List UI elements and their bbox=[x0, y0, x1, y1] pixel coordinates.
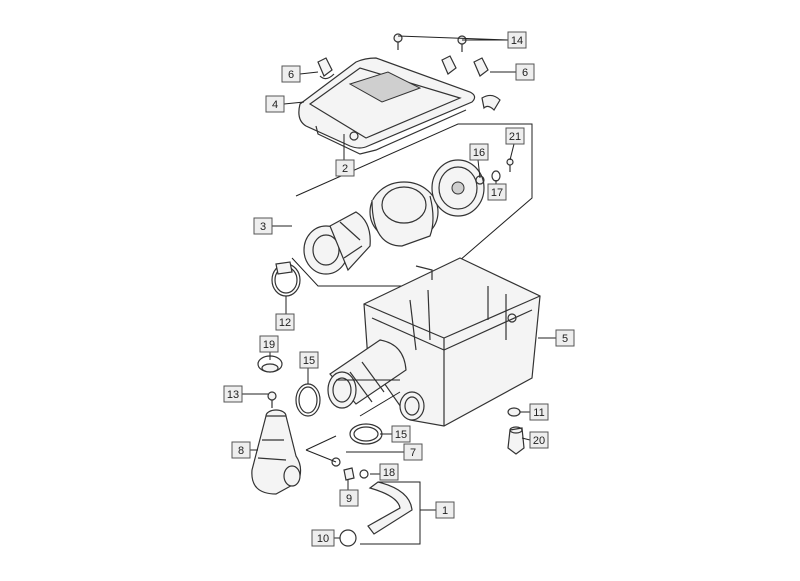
svg-text:21: 21 bbox=[509, 131, 521, 143]
drain-hose bbox=[367, 481, 413, 535]
callout-6-right[interactable]: 6 bbox=[515, 63, 535, 81]
callout-1[interactable]: 1 bbox=[435, 501, 455, 519]
leader-lines bbox=[242, 35, 556, 539]
callout-2[interactable]: 2 bbox=[335, 159, 355, 177]
clamp-19 bbox=[257, 355, 283, 373]
callout-9[interactable]: 9 bbox=[339, 489, 359, 507]
callout-4[interactable]: 4 bbox=[265, 95, 285, 113]
clamp-12 bbox=[271, 261, 301, 297]
callout-21[interactable]: 21 bbox=[505, 127, 525, 145]
clip-18 bbox=[359, 469, 369, 479]
clamp-15-lower bbox=[349, 423, 383, 445]
svg-text:10: 10 bbox=[317, 533, 329, 545]
callout-6-left[interactable]: 6 bbox=[281, 65, 301, 83]
callout-7[interactable]: 7 bbox=[403, 443, 423, 461]
svg-text:17: 17 bbox=[491, 187, 503, 199]
air-box-lid bbox=[298, 57, 476, 155]
callout-19[interactable]: 19 bbox=[259, 335, 279, 353]
svg-text:19: 19 bbox=[263, 339, 275, 351]
svg-text:8: 8 bbox=[238, 445, 244, 457]
callout-3[interactable]: 3 bbox=[253, 217, 273, 235]
filter-cone bbox=[303, 211, 371, 275]
callout-14[interactable]: 14 bbox=[507, 31, 527, 49]
svg-text:20: 20 bbox=[533, 435, 545, 447]
intake-tube bbox=[251, 409, 302, 495]
svg-text:6: 6 bbox=[288, 69, 294, 81]
callout-15-lower[interactable]: 15 bbox=[391, 425, 411, 443]
callout-12[interactable]: 12 bbox=[275, 313, 295, 331]
callout-8[interactable]: 8 bbox=[231, 441, 251, 459]
svg-text:18: 18 bbox=[383, 467, 395, 479]
svg-text:7: 7 bbox=[410, 447, 416, 459]
svg-text:14: 14 bbox=[511, 35, 523, 47]
screw-21 bbox=[506, 158, 514, 172]
svg-text:15: 15 bbox=[303, 355, 315, 367]
clamp-10 bbox=[339, 529, 357, 547]
callout-13[interactable]: 13 bbox=[223, 385, 243, 403]
fitting-9 bbox=[343, 467, 355, 481]
filter-element bbox=[369, 181, 439, 247]
outlet-boot bbox=[327, 339, 425, 421]
clip-6-left bbox=[317, 57, 335, 80]
svg-text:1: 1 bbox=[442, 505, 448, 517]
filter-assembly-bracket bbox=[291, 123, 533, 287]
svg-text:15: 15 bbox=[395, 429, 407, 441]
grommet-11 bbox=[507, 407, 521, 417]
svg-text:2: 2 bbox=[342, 163, 348, 175]
callout-5[interactable]: 5 bbox=[555, 329, 575, 347]
svg-text:3: 3 bbox=[260, 221, 266, 233]
svg-text:9: 9 bbox=[346, 493, 352, 505]
hose-bracket bbox=[360, 481, 421, 545]
svg-text:5: 5 bbox=[562, 333, 568, 345]
callout-16[interactable]: 16 bbox=[469, 143, 489, 161]
callout-18[interactable]: 18 bbox=[379, 463, 399, 481]
drain-valve-20 bbox=[507, 426, 525, 455]
svg-text:4: 4 bbox=[272, 99, 278, 111]
o-ring-17 bbox=[491, 170, 501, 182]
callout-17[interactable]: 17 bbox=[487, 183, 507, 201]
air-box-body bbox=[363, 257, 541, 427]
fitting-7 bbox=[331, 457, 341, 467]
clip-6-right-group bbox=[441, 55, 501, 111]
callout-15-upper[interactable]: 15 bbox=[299, 351, 319, 369]
clamp-15-upper bbox=[295, 383, 321, 417]
callout-11[interactable]: 11 bbox=[529, 403, 549, 421]
filter-end-cap bbox=[431, 159, 485, 217]
screw-13 bbox=[267, 391, 277, 408]
svg-text:13: 13 bbox=[227, 389, 239, 401]
svg-text:16: 16 bbox=[473, 147, 485, 159]
svg-text:12: 12 bbox=[279, 317, 291, 329]
callout-10[interactable]: 10 bbox=[311, 529, 335, 547]
svg-text:11: 11 bbox=[533, 407, 544, 419]
callout-20[interactable]: 20 bbox=[529, 431, 549, 449]
svg-text:6: 6 bbox=[522, 67, 528, 79]
